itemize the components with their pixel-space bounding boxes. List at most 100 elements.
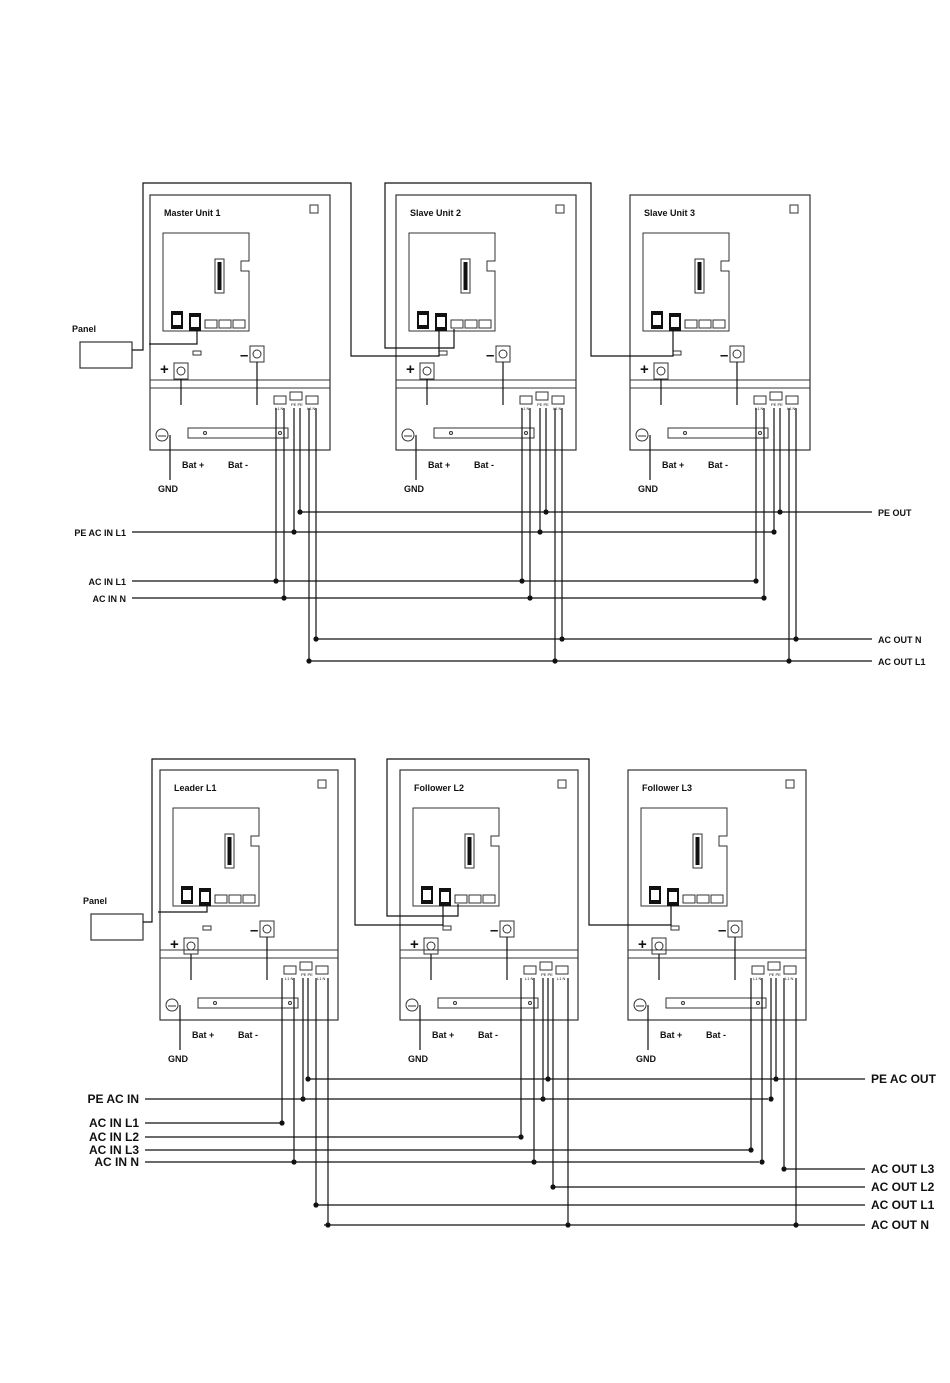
terminal-tag: PE PE (771, 402, 783, 407)
junction-dot (306, 658, 312, 664)
comm-cable (386, 758, 672, 926)
ac-in-terminal (753, 395, 767, 405)
junction-dot (793, 1222, 799, 1228)
terminal-bar (197, 997, 299, 1009)
junction-dot (543, 509, 549, 515)
board-terminal (712, 319, 726, 329)
panel-label: Panel (83, 896, 107, 906)
junction-dot (793, 636, 799, 642)
output-line-label: AC OUT L3 (871, 1162, 935, 1176)
board-slot (464, 833, 475, 869)
terminal-tag: L1 N (785, 976, 794, 981)
junction-dot (771, 529, 777, 535)
input-line-label: PE AC IN (87, 1092, 139, 1106)
board-terminal (214, 894, 228, 904)
junction-dot (519, 578, 525, 584)
ac-out-terminal (785, 395, 799, 405)
gnd-label: GND (638, 484, 659, 494)
bat-plus-label: Bat + (432, 1030, 454, 1040)
unit-frame (395, 194, 577, 451)
pe-terminal (767, 961, 781, 971)
junction-dot (761, 595, 767, 601)
rj45-port-2-inner (671, 317, 679, 327)
rj45-port-1-inner (653, 315, 661, 325)
board-terminal (696, 894, 710, 904)
junction-dot (279, 1120, 285, 1126)
output-line-label: AC OUT L1 (878, 657, 926, 667)
board-terminal (242, 894, 256, 904)
output-line-label: AC OUT L2 (871, 1180, 935, 1194)
minus-sign: – (718, 922, 726, 939)
status-square (789, 204, 799, 214)
ac-out-terminal (305, 395, 319, 405)
board-slot (224, 833, 235, 869)
pe-terminal (769, 391, 783, 401)
status-square (317, 779, 327, 789)
ac-out-terminal (555, 965, 569, 975)
ground-icon (155, 428, 169, 442)
rj45-port-1-inner (173, 315, 181, 325)
board-terminal (464, 319, 478, 329)
ac-in-terminal (751, 965, 765, 975)
ground-icon (401, 428, 415, 442)
junction-dot (545, 1076, 551, 1082)
board-terminal (468, 894, 482, 904)
terminal-bar (187, 427, 289, 439)
board-terminal (478, 319, 492, 329)
junction-dot (305, 1076, 311, 1082)
ac-in-terminal (523, 965, 537, 975)
plus-sign: + (170, 936, 179, 953)
comm-cable (143, 758, 444, 926)
junction-dot (781, 1166, 787, 1172)
terminal-screw (449, 431, 453, 435)
unit-title: Leader L1 (174, 783, 217, 793)
ground-icon (633, 998, 647, 1012)
bat-minus-stud (252, 349, 262, 359)
terminal-screw (524, 431, 528, 435)
board-terminal (454, 894, 468, 904)
terminal-bar (665, 997, 767, 1009)
bat-minus-label: Bat - (474, 460, 494, 470)
board-terminal (204, 319, 218, 329)
terminal-tag: L1 N (755, 406, 764, 411)
plus-sign: + (640, 361, 649, 378)
input-line-label: AC IN L3 (89, 1143, 139, 1157)
gnd-label: GND (158, 484, 179, 494)
terminal-tag: L1 N (317, 976, 326, 981)
ground-icon (165, 998, 179, 1012)
minus-dash (442, 925, 452, 931)
junction-dot (325, 1222, 331, 1228)
pe-terminal (535, 391, 549, 401)
bat-plus-label: Bat + (182, 460, 204, 470)
terminal-bar (667, 427, 769, 439)
rj45-port-2-inner (201, 892, 209, 902)
terminal-bar (433, 427, 535, 439)
board-slot (460, 258, 471, 294)
output-line-label: PE OUT (878, 508, 912, 518)
board-slot (692, 833, 703, 869)
status-square (557, 779, 567, 789)
rj45-port-2-inner (437, 317, 445, 327)
terminal-screw (756, 1001, 760, 1005)
terminal-screw (528, 1001, 532, 1005)
junction-dot (300, 1096, 306, 1102)
panel-label: Panel (72, 324, 96, 334)
terminal-tag: L1 N (553, 406, 562, 411)
bat-minus-label: Bat - (706, 1030, 726, 1040)
plus-sign: + (638, 936, 647, 953)
terminal-screw (453, 1001, 457, 1005)
junction-dot (527, 595, 533, 601)
terminal-tag: L1 N (525, 976, 534, 981)
input-line-label: AC IN L1 (88, 577, 126, 587)
junction-dot (550, 1184, 556, 1190)
terminal-tag: L1 N (285, 976, 294, 981)
junction-dot (537, 529, 543, 535)
terminal-tag: L1 N (307, 406, 316, 411)
board-slot-inner (697, 262, 702, 290)
terminal-screw (278, 431, 282, 435)
bat-plus-label: Bat + (662, 460, 684, 470)
junction-dot (753, 578, 759, 584)
rj45-port-1-inner (419, 315, 427, 325)
